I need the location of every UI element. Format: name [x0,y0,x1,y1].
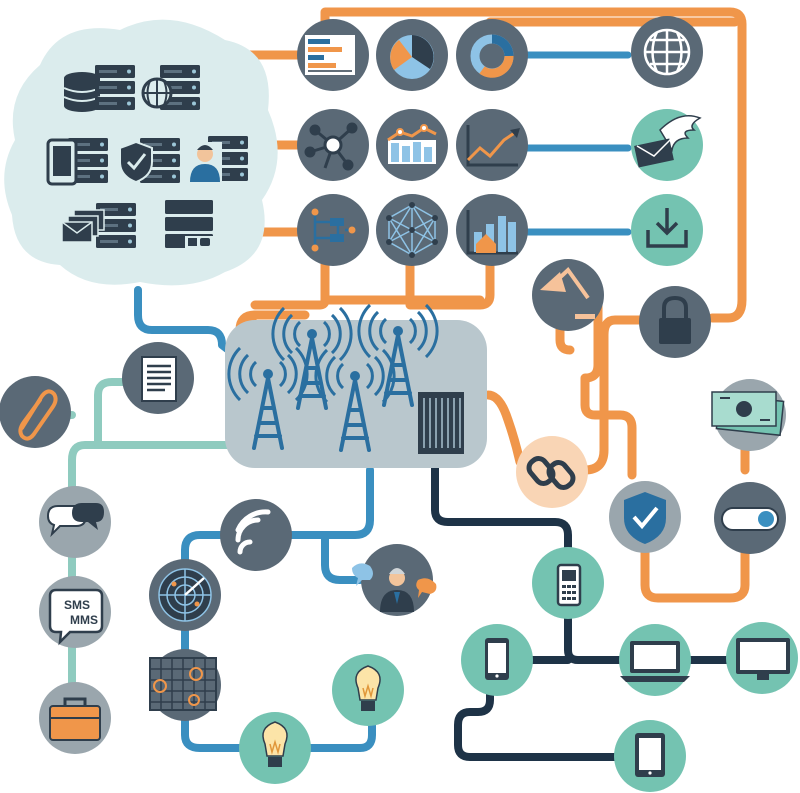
feature-phone-node[interactable] [532,547,604,619]
flowchart-node[interactable] [297,194,369,266]
pie-chart-node[interactable] [376,19,448,91]
download-node[interactable] [631,194,703,266]
tablet-icon [635,733,665,777]
download-tray-icon [646,208,688,248]
document-node[interactable] [122,342,194,414]
nodes: SMS MMS [0,16,798,792]
bar-chart-node[interactable] [297,19,369,91]
desk-lamp-icon [540,266,595,319]
paperclip-icon [18,389,58,441]
bulb-node[interactable] [239,712,311,784]
database-server-icon [63,65,135,112]
tablet-server-icon [46,138,108,186]
chat-node[interactable] [39,486,111,558]
grid-target-node[interactable] [149,649,221,721]
feature-phone-icon [556,563,582,607]
globe-node[interactable] [631,16,703,88]
light-bulb-icon [355,665,381,711]
laptop-icon [620,641,690,682]
briefcase-icon [49,697,101,741]
shield-check-icon [624,492,666,544]
briefcase-node[interactable] [39,682,111,754]
winged-envelope-icon [634,115,702,168]
bulb-small-node[interactable] [332,654,404,726]
navy-connectors [431,461,774,761]
blue-rail-connectors [521,51,632,236]
chat-bubbles-icon [46,503,104,538]
mail-server-icon [61,203,136,248]
grid-target-icon [149,657,217,711]
winged-mail-node[interactable] [631,109,703,181]
sms-mms-icon: SMS MMS [48,588,104,646]
trend-node[interactable] [456,109,528,181]
server-cloud [4,19,278,286]
donut-chart-icon [470,34,514,78]
antenna-hub [225,303,487,468]
network-node[interactable] [297,109,369,181]
globe-server-icon [141,65,200,110]
banknote-icon [711,391,785,437]
sms-node[interactable]: SMS MMS [39,576,111,648]
horizontal-bar-chart-icon [305,35,355,75]
pie-chart-icon [390,35,434,79]
radar-icon [158,568,212,622]
wifi-signal-icon [235,509,271,555]
house-bar-chart-icon [466,210,518,255]
wifi-node[interactable] [220,499,292,571]
chain-link-icon [526,456,576,490]
money-node[interactable] [711,379,786,451]
toggle-node[interactable] [714,482,786,554]
flowchart-icon [311,208,356,252]
lock-node[interactable] [639,286,711,358]
user-server-icon [188,136,248,182]
padlock-icon [659,295,691,344]
user-chat-node[interactable] [352,544,437,616]
chain-link-node[interactable] [516,436,588,508]
monitor-node[interactable] [726,622,798,694]
toggle-switch-icon [721,507,779,531]
mms-label: MMS [70,613,98,627]
globe-icon [643,28,691,76]
light-bulb-icon [262,721,288,767]
growth-node[interactable] [456,194,528,266]
person-speech-icon [352,563,437,612]
smartphone-node[interactable] [461,624,533,696]
donut-chart-node[interactable] [456,19,528,91]
server-rack-icon [418,392,464,454]
trend-arrow-icon [466,125,520,167]
media-server-icon [165,200,213,248]
radar-node[interactable] [149,559,221,631]
laptop-node[interactable] [619,624,691,696]
paperclip-node[interactable] [0,376,71,448]
blue-connectors [134,286,376,752]
line-over-bars-icon [387,124,437,164]
lamp-node[interactable] [532,259,604,331]
smartphone-icon [485,638,509,680]
network-hub-icon [304,122,358,171]
shield-server-icon [119,138,180,184]
line-bars-node[interactable] [376,109,448,181]
sms-label: SMS [64,598,90,612]
monitor-icon [736,638,790,680]
shield-node[interactable] [609,481,681,553]
document-icon [141,356,177,402]
tablet-node[interactable] [614,720,686,792]
mesh-node[interactable] [376,194,448,266]
mesh-network-icon [386,202,438,258]
